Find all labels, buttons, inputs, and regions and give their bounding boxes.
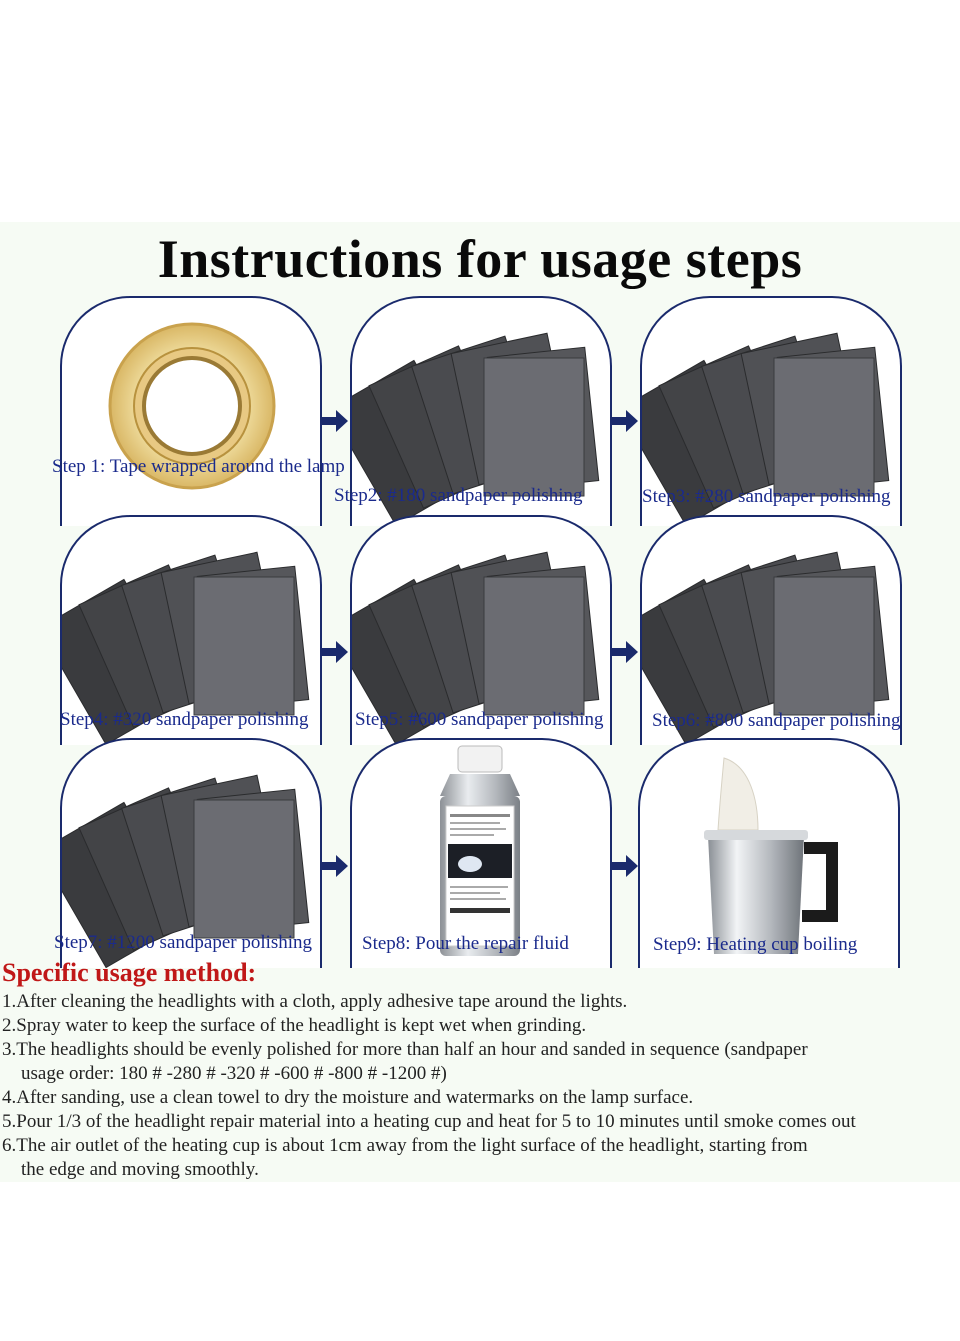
sandpaper-stack-icon xyxy=(642,332,890,526)
sandpaper-stack-icon xyxy=(352,332,600,526)
method-item: 6.The air outlet of the heating cup is a… xyxy=(2,1134,960,1182)
arrow-right-icon xyxy=(322,855,348,877)
page-title: Instructions for usage steps xyxy=(157,229,803,289)
method-item: 1.After cleaning the headlights with a c… xyxy=(2,991,628,1012)
method-list: 1.After cleaning the headlights with a c… xyxy=(2,990,960,1182)
arrow-right-icon xyxy=(612,855,638,877)
step-5-frame xyxy=(350,515,612,745)
repair-fluid-bottle-icon xyxy=(440,745,520,956)
method-item-continuation: the edge and moving smoothly. xyxy=(21,1159,259,1180)
method-item: 3.The headlights should be evenly polish… xyxy=(2,1038,960,1086)
step-1-frame xyxy=(60,296,322,526)
step-3-caption: Step3: #280 sandpaper polishing xyxy=(642,486,891,507)
method-item-continuation: usage order: 180 # -280 # -320 # -600 # … xyxy=(21,1063,447,1084)
step-4-frame xyxy=(60,515,322,745)
method-item-line: 3.The headlights should be evenly polish… xyxy=(2,1039,808,1060)
arrow-right-icon xyxy=(322,641,348,663)
step-7-caption: Step7: #1200 sandpaper polishing xyxy=(54,932,313,953)
step-5-caption: Step5: #600 sandpaper polishing xyxy=(355,709,604,730)
method-item: 4.After sanding, use a clean towel to dr… xyxy=(2,1087,694,1108)
sandpaper-stack-icon xyxy=(62,551,310,745)
step-2-caption: Step2: #180 sandpaper polishing xyxy=(334,485,583,506)
step-9-frame xyxy=(638,738,900,968)
step-6-frame xyxy=(640,515,902,745)
tape-roll-icon xyxy=(108,322,276,490)
method-item: 2.Spray water to keep the surface of the… xyxy=(2,1015,587,1036)
step-6-caption: Step6: #800 sandpaper polishing xyxy=(652,710,901,731)
sandpaper-stack-icon xyxy=(62,774,310,968)
step-8-caption: Step8: Pour the repair fluid xyxy=(362,933,569,954)
method-item: 5.Pour 1/3 of the headlight repair mater… xyxy=(2,1111,856,1132)
arrow-right-icon xyxy=(612,641,638,663)
step-2-frame xyxy=(350,296,612,526)
step-7-frame xyxy=(60,738,322,968)
heating-cup-icon xyxy=(704,757,838,954)
sandpaper-stack-icon xyxy=(642,551,890,745)
step-1-caption: Step 1: Tape wrapped around the lamp xyxy=(52,456,345,477)
step-3-frame xyxy=(640,296,902,526)
step-9-caption: Step9: Heating cup boiling xyxy=(653,934,858,955)
arrow-right-icon xyxy=(612,410,638,432)
step-4-caption: Step4: #320 sandpaper polishing xyxy=(60,709,309,730)
method-item-line: 6.The air outlet of the heating cup is a… xyxy=(2,1135,808,1156)
arrow-right-icon xyxy=(322,410,348,432)
step-8-frame xyxy=(350,738,612,968)
sandpaper-stack-icon xyxy=(352,551,600,745)
method-title: Specific usage method: xyxy=(2,958,257,987)
